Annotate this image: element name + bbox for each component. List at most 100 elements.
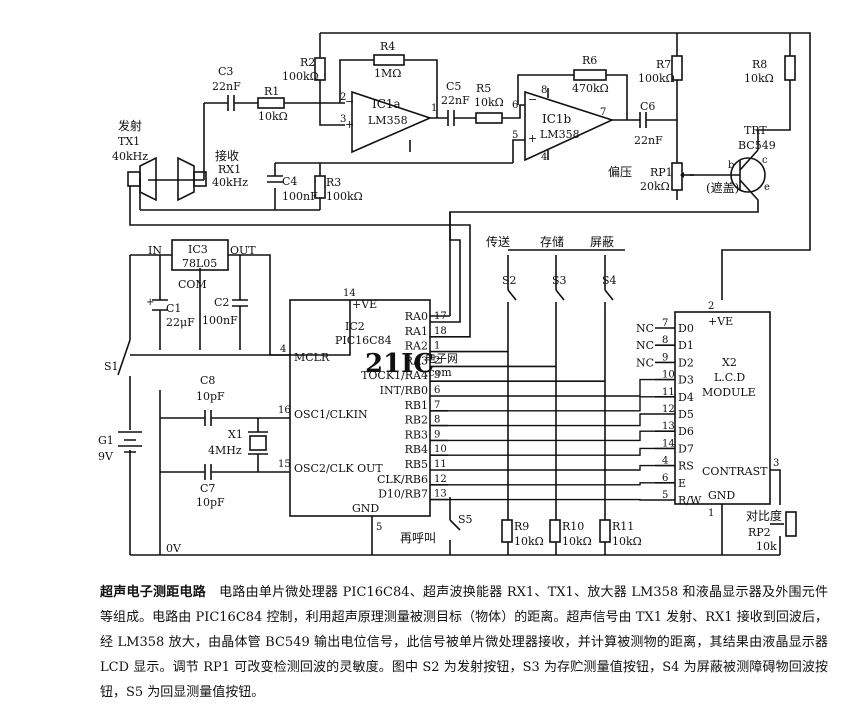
svg-text:3: 3 [773,458,779,469]
lcd-pin-name: D0 [678,322,694,335]
lcd-pin-number: 7 [662,318,668,329]
svg-text:MCLR: MCLR [294,351,330,364]
ic2-pin-number: 7 [434,400,440,411]
lcd-pin-name: RS [678,460,694,473]
data-bus-line [448,413,655,427]
lcd-pin-number: 14 [662,438,675,449]
svg-text:4MHz: 4MHz [208,444,242,457]
rp2-potentiometer [785,511,797,537]
svg-text:再呼叫: 再呼叫 [400,531,436,545]
svg-text:8: 8 [541,85,547,96]
svg-text:R3: R3 [326,176,341,189]
svg-text:IC1b: IC1b [542,112,572,126]
svg-text:b: b [728,160,734,171]
r3-resistor [314,175,326,199]
opamps [351,88,615,162]
svg-text:RP1: RP1 [650,166,673,179]
svg-text:RP2: RP2 [748,526,771,539]
lcd-pin-name: R/W [678,494,702,507]
power-labels: IN OUT IC3 78L05 COM C1 22μF C2 100nF + … [98,243,256,555]
svg-text:CONTRAST: CONTRAST [702,465,768,478]
svg-text:470kΩ: 470kΩ [572,82,609,95]
svg-text:0V: 0V [166,542,182,555]
store-label: 存储 [540,234,564,249]
switch-labels: 传送 存储 屏蔽 S2 S3 S4 S5 再呼叫 R9 10kΩ R10 10k… [400,234,642,548]
lcd-nc-label: NC [636,322,654,335]
svg-text:40kHz: 40kHz [212,176,248,189]
svg-text:TRT: TRT [744,124,767,137]
svg-text:1MΩ: 1MΩ [374,67,401,80]
ic2-pin-name: RB1 [405,399,428,412]
svg-text:对比度: 对比度 [746,508,782,523]
svg-text:5: 5 [376,522,382,533]
svg-text:100kΩ: 100kΩ [282,70,319,83]
data-bus-line [448,396,655,412]
data-bus-line [448,447,655,456]
svg-text:C2: C2 [214,296,229,309]
ic2-pin-name: RB5 [405,458,428,471]
svg-text:C1: C1 [166,302,181,315]
svg-text:100nF: 100nF [202,314,238,327]
svg-text:偏压: 偏压 [608,164,632,179]
svg-text:22nF: 22nF [634,134,663,147]
svg-text:R11: R11 [612,520,634,533]
svg-text:2: 2 [340,92,346,103]
ultrasonic-rangefinder-schematic: 21IC 电子网 .com [98,32,811,556]
lcd-pin-name: D1 [678,339,694,352]
svg-text:C6: C6 [640,100,655,113]
caption: 超声电子测距电路 电路由单片微处理器 PIC16C84、超声波换能器 RX1、T… [100,580,828,705]
r2-resistor [314,57,326,81]
svg-text:X1: X1 [228,428,243,441]
power-wires [129,254,780,556]
lcd-pin-name: D7 [678,442,694,455]
svg-text:78L05: 78L05 [182,257,217,270]
svg-text:9V: 9V [98,450,114,463]
ic2-labels: 14 +VE IC2 PIC16C84 4 MCLR 16 OSC1/CLKIN… [278,288,392,533]
svg-text:1: 1 [708,508,714,519]
svg-text:10kΩ: 10kΩ [562,535,592,548]
svg-text:C3: C3 [218,65,233,78]
svg-text:2: 2 [708,301,714,312]
svg-text:R1: R1 [264,85,279,98]
svg-text:IN: IN [148,244,162,257]
ic2-pin-number: 13 [434,489,447,500]
send-label: 传送 [486,234,510,249]
r10-resistor [549,519,561,543]
watermark: 21IC 电子网 .com [365,349,458,379]
ic2-pin-number: 2 [434,355,440,366]
svg-text:GND: GND [352,502,379,515]
svg-text:100kΩ: 100kΩ [638,72,675,85]
svg-text:X2: X2 [722,356,737,369]
svg-text:OSC1/CLKIN: OSC1/CLKIN [294,408,368,421]
svg-text:G1: G1 [98,434,114,447]
svg-text:10kΩ: 10kΩ [258,110,288,123]
rp1-potentiometer [671,162,683,191]
lcd-pin-number: 10 [662,370,675,381]
ic3-regulator [171,239,229,271]
r4-resistor [373,54,405,66]
ra0-wire [448,212,461,323]
svg-text:3: 3 [340,114,346,125]
svg-text:c: c [762,155,768,166]
svg-text:22μF: 22μF [166,316,195,329]
svg-text:20kΩ: 20kΩ [640,180,670,193]
ic2-pin-number: 1 [434,341,440,352]
svg-text:IC1a: IC1a [372,97,401,111]
svg-text:C4: C4 [282,175,297,188]
svg-text:10pF: 10pF [196,496,225,509]
svg-text:+: + [146,297,154,308]
ic2-pin-name: RB2 [405,414,428,427]
lcd-pin-name: D5 [678,408,694,421]
svg-text:1: 1 [431,103,437,114]
r1-resistor [257,97,285,109]
resistor-bodies [257,54,797,543]
ic2-pin-name: RB4 [405,443,428,456]
svg-text:S3: S3 [552,274,567,287]
lcd-pin-name: D2 [678,356,694,369]
lcd-pin-number: 11 [662,387,675,398]
svg-text:IC3: IC3 [188,243,208,256]
svg-text:S2: S2 [502,274,517,287]
ic2-pin-name: RA1 [405,325,428,338]
lcd-pin-number: 8 [662,335,668,346]
